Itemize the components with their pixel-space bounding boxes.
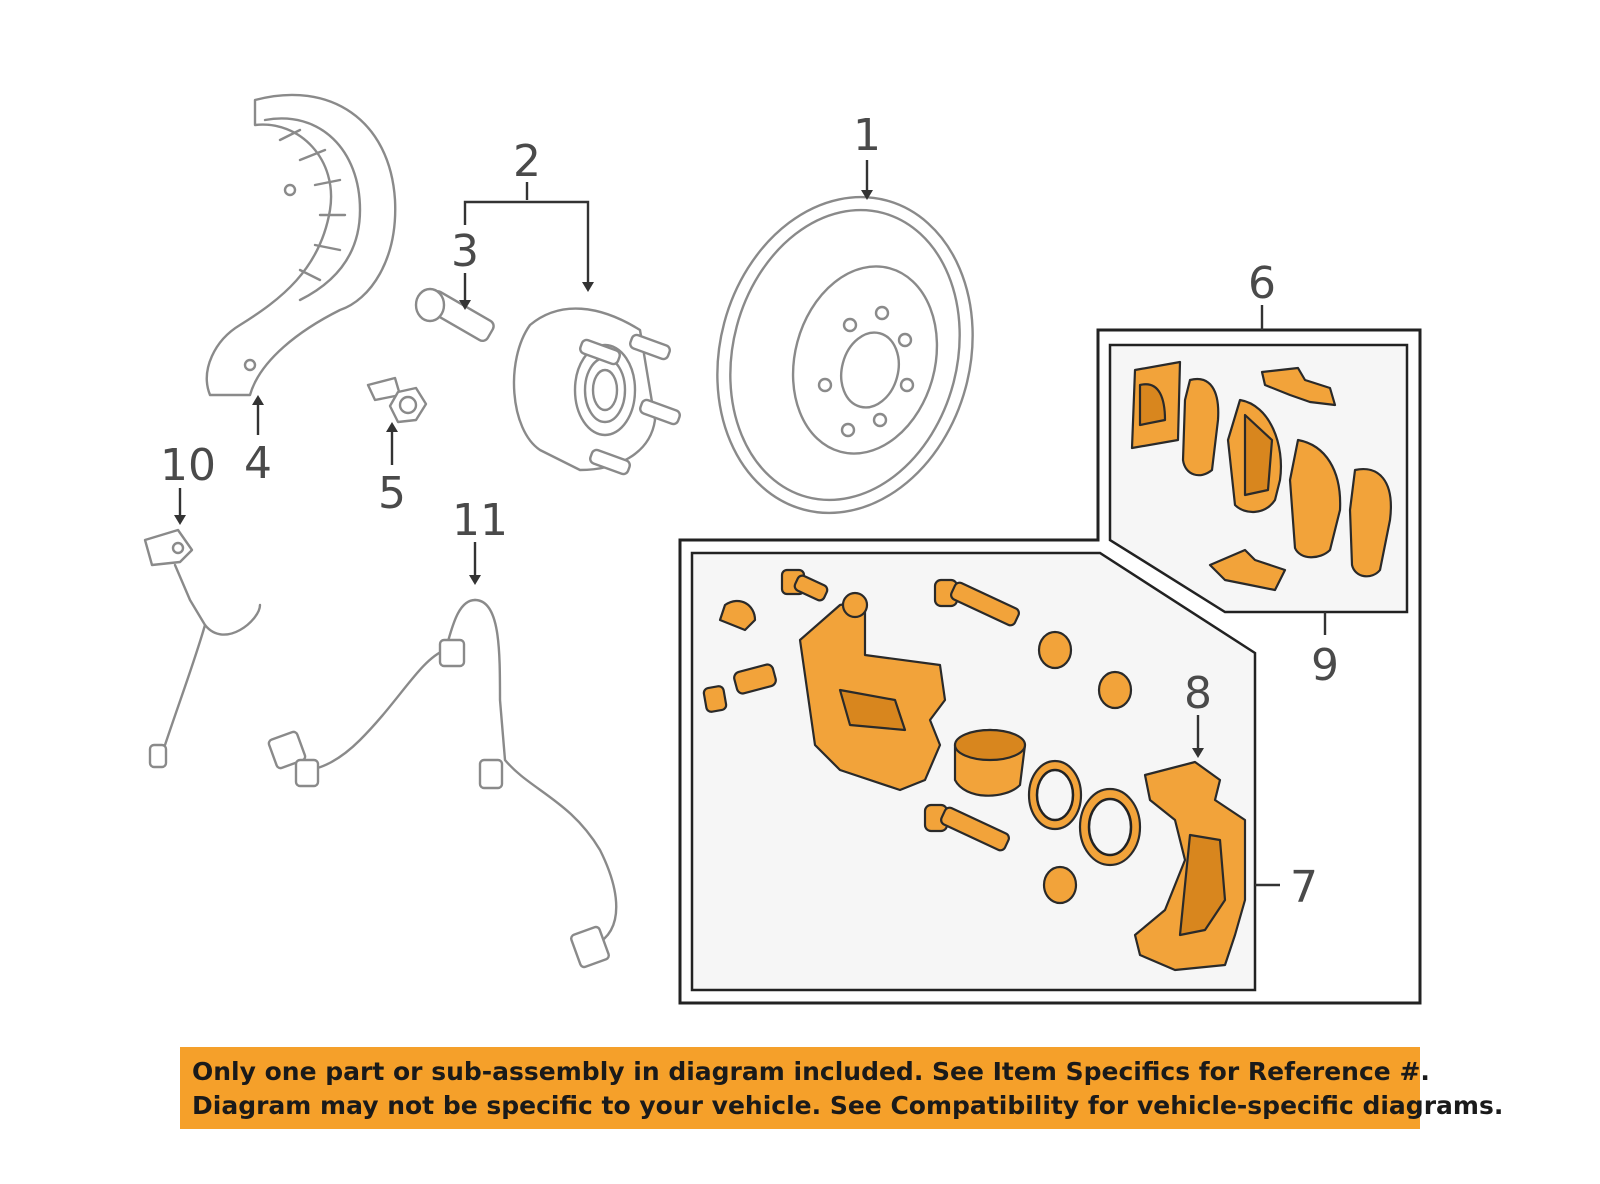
brake-rotor-part bbox=[716, 195, 974, 515]
callout-11: 11 bbox=[452, 495, 508, 546]
leader-lines bbox=[174, 160, 1327, 887]
callout-8: 8 bbox=[1184, 668, 1212, 719]
notice-banner: Only one part or sub-assembly in diagram… bbox=[180, 1047, 1504, 1129]
brake-pads-part bbox=[1130, 360, 1392, 592]
notice-line-2: Diagram may not be specific to your vehi… bbox=[192, 1091, 1504, 1120]
dust-shield-part bbox=[205, 93, 397, 397]
callout-9: 9 bbox=[1311, 640, 1339, 691]
outer-box-6 bbox=[678, 328, 1422, 1005]
hub-bolt-part bbox=[414, 287, 495, 343]
hub-bearing-part bbox=[512, 307, 681, 476]
caliper-assembly-part bbox=[702, 568, 1247, 972]
clip-nut-part bbox=[366, 376, 428, 424]
callout-numbers: 1 2 3 4 5 6 7 8 9 10 11 bbox=[160, 110, 1339, 913]
callout-5: 5 bbox=[378, 468, 406, 519]
callout-4: 4 bbox=[244, 438, 272, 489]
callout-7: 7 bbox=[1290, 862, 1318, 913]
sensor-wire-part-10 bbox=[143, 528, 262, 769]
callout-6: 6 bbox=[1248, 258, 1276, 309]
callout-2: 2 bbox=[513, 136, 541, 187]
callout-3: 3 bbox=[451, 226, 479, 277]
notice-line-1: Only one part or sub-assembly in diagram… bbox=[192, 1057, 1430, 1086]
callout-10: 10 bbox=[160, 440, 216, 491]
callout-1: 1 bbox=[853, 110, 881, 161]
sensor-wire-part-11 bbox=[267, 598, 618, 969]
